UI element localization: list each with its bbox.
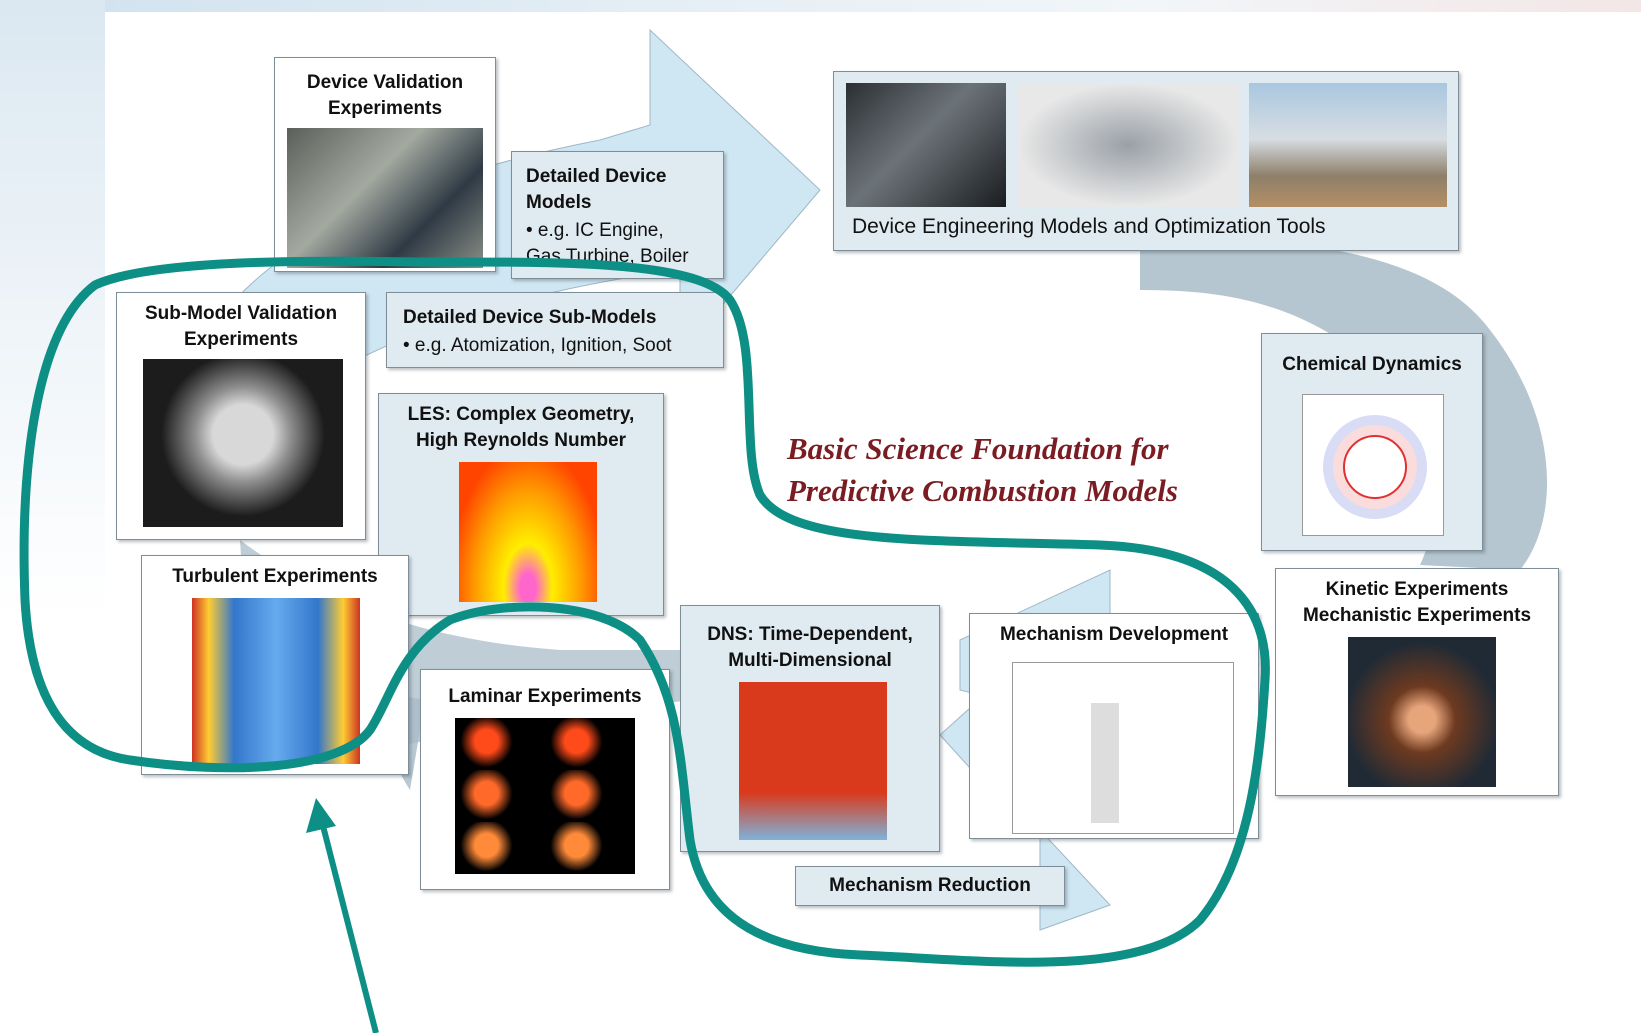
mechanism-development-title: Mechanism Development	[999, 624, 1229, 645]
engine-photo	[846, 83, 1006, 207]
chemical-dynamics-title: Chemical Dynamics	[1282, 354, 1462, 375]
kinetic-photo	[1348, 637, 1496, 787]
device-engineering-box: Device Engineering Models and Optimizati…	[833, 71, 1459, 251]
pointer-arrow-head	[306, 798, 336, 833]
laminar-flame-grid	[455, 718, 635, 874]
les-box: LES: Complex Geometry, High Reynolds Num…	[378, 393, 664, 616]
laminar-title: Laminar Experiments	[448, 686, 642, 707]
dns-title: DNS: Time-Dependent, Multi-Dimensional	[707, 624, 913, 671]
teal-outer-loop	[19, 256, 1270, 967]
dns-simulation	[739, 682, 887, 840]
turbine-photo	[1017, 83, 1239, 207]
pointer-arrow	[318, 817, 379, 1033]
dns-box: DNS: Time-Dependent, Multi-Dimensional	[680, 605, 940, 852]
center-caption: Basic Science Foundation for Predictive …	[787, 431, 1178, 508]
mechanism-reduction-box: Mechanism Reduction	[795, 866, 1065, 906]
combustion-chamber-photo	[143, 359, 343, 527]
kinetic-box: Kinetic Experiments Mechanistic Experime…	[1275, 568, 1559, 796]
device-engineering-caption: Device Engineering Models and Optimizati…	[852, 215, 1326, 238]
mechanism-plot	[1012, 662, 1234, 834]
submodel-validation-box: Sub-Model Validation Experiments	[116, 292, 366, 540]
detailed-device-models-title: Detailed Device Models	[526, 166, 667, 213]
les-heatmap	[459, 462, 597, 602]
left-band	[0, 0, 105, 1033]
mechanism-reduction-title: Mechanism Reduction	[829, 875, 1031, 896]
turbulent-title: Turbulent Experiments	[172, 566, 378, 587]
kinetic-title: Kinetic Experiments Mechanistic Experime…	[1302, 579, 1532, 626]
detailed-submodels-box: Detailed Device Sub-Models • e.g. Atomiz…	[386, 292, 724, 368]
engine-test-photo	[287, 128, 483, 268]
les-title: LES: Complex Geometry, High Reynolds Num…	[407, 404, 635, 451]
turbulent-heatmap	[192, 598, 360, 764]
detailed-submodels-title: Detailed Device Sub-Models	[403, 307, 657, 328]
laminar-box: Laminar Experiments	[420, 669, 670, 890]
submodel-validation-title: Sub-Model Validation Experiments	[144, 303, 338, 350]
device-validation-box: Device Validation Experiments	[274, 57, 496, 272]
mechanism-development-box: Mechanism Development	[969, 613, 1259, 839]
chemical-dynamics-box: Chemical Dynamics	[1261, 333, 1483, 551]
power-plant-photo	[1249, 83, 1447, 207]
detailed-submodels-bullet: • e.g. Atomization, Ignition, Soot	[403, 335, 672, 356]
device-validation-title: Device Validation Experiments	[306, 72, 464, 119]
chemical-dynamics-plot	[1302, 394, 1444, 536]
